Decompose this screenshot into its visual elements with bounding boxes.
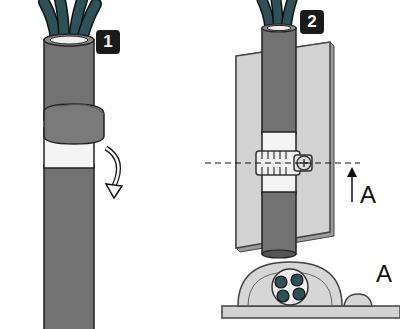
callout-number: 2 <box>300 10 324 34</box>
callout-number: 1 <box>96 30 120 54</box>
section-view <box>222 262 400 318</box>
section-title: A <box>376 262 392 286</box>
section-marker: A <box>360 183 376 207</box>
cable-step-1 <box>44 0 122 329</box>
cable-step-2 <box>205 0 360 258</box>
